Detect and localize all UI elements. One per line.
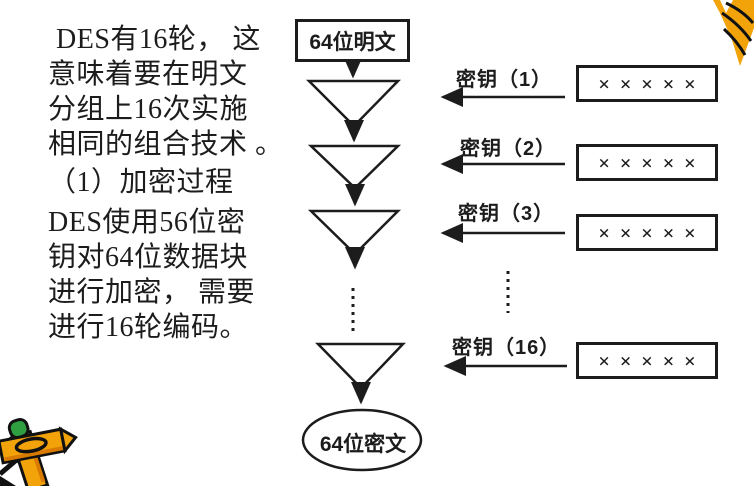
ciphertext-ellipse: [301, 408, 423, 472]
plaintext-label: 64位明文: [309, 30, 396, 54]
round3-funnel: [307, 209, 402, 256]
crossed-crayons-icon: [0, 418, 78, 486]
crayon-tip-corner-icon: [713, 0, 754, 66]
plaintext-box: 64位明文: [295, 19, 410, 62]
key-label-1: 密钥（1）: [456, 69, 553, 91]
intro-line-2: 意味着要在明文: [48, 59, 248, 90]
ciphertext-label: 64位密文: [319, 433, 407, 456]
key-value-box-16: ×××××: [576, 342, 718, 379]
round1-funnel: [305, 79, 401, 128]
key-value-box-1: ×××××: [576, 65, 718, 102]
key-value-box-2: ×××××: [576, 144, 718, 181]
intro-line-1: DES有16轮， 这: [56, 24, 261, 55]
key-value-box-3: ×××××: [576, 214, 718, 251]
round16-funnel: [315, 342, 406, 390]
intro-line-8: 进行加密， 需要: [48, 277, 256, 308]
key-label-16: 密钥（16）: [452, 337, 561, 359]
key-label-3: 密钥（3）: [458, 203, 555, 225]
intro-line-3: 分组上16次实施: [48, 94, 249, 125]
intro-line-9: 进行16轮编码。: [48, 312, 249, 343]
key-value-1: ×××××: [598, 72, 706, 95]
key-value-3: ×××××: [598, 221, 706, 244]
key-label-2: 密钥（2）: [460, 138, 557, 160]
intro-line-7: 钥对64位数据块: [48, 242, 249, 273]
intro-line-6: DES使用56位密: [48, 207, 246, 238]
intro-line-4: 相同的组合技术 。: [48, 129, 284, 160]
intro-line-5: （1）加密过程: [48, 167, 234, 198]
key-value-16: ×××××: [598, 349, 706, 372]
key-value-2: ×××××: [598, 151, 706, 174]
intro-text: DES有16轮， 这 意味着要在明文 分组上16次实施 相同的组合技术 。 （1…: [48, 22, 288, 345]
round2-funnel: [307, 144, 402, 190]
